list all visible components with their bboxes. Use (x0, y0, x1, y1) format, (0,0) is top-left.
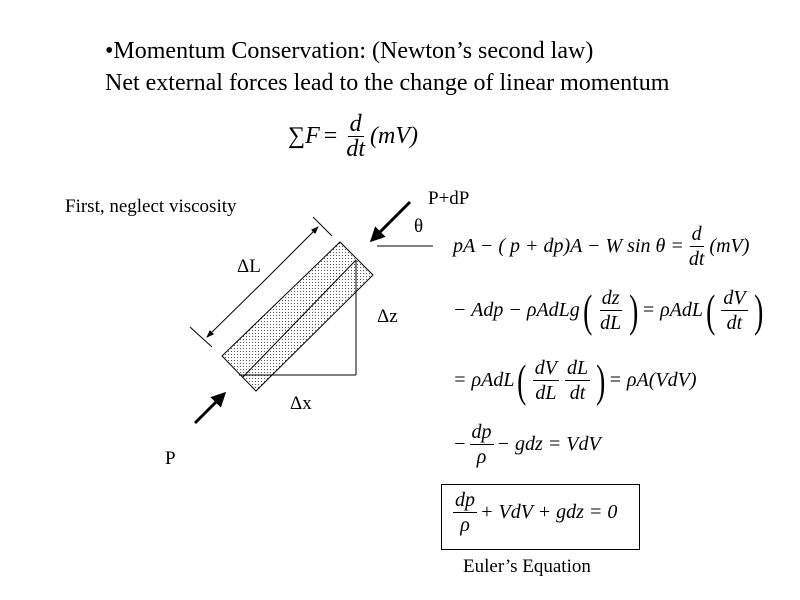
p-label: P (165, 448, 176, 469)
delta-l-label: ΔL (237, 256, 261, 277)
delta-z-label: Δz (377, 306, 398, 327)
title-line-2: Net external forces lead to the change o… (105, 70, 670, 96)
theta-label: θ (414, 216, 424, 237)
force-arrow-bottom (193, 391, 227, 425)
euler-equation-box (441, 484, 640, 550)
delta-x-label: Δx (290, 393, 312, 414)
p-plus-dp-label: P+dP (428, 188, 470, 209)
neglect-viscosity-label: First, neglect viscosity (65, 196, 237, 217)
sum-force: ∑F (288, 123, 320, 149)
delta-l-dimension (206, 281, 264, 338)
euler-caption: Euler’s Equation (463, 556, 591, 577)
title-line-1: •Momentum Conservation: (Newton’s second… (105, 38, 594, 64)
force-arrow-top (369, 200, 412, 243)
fluid-element (221, 241, 374, 392)
